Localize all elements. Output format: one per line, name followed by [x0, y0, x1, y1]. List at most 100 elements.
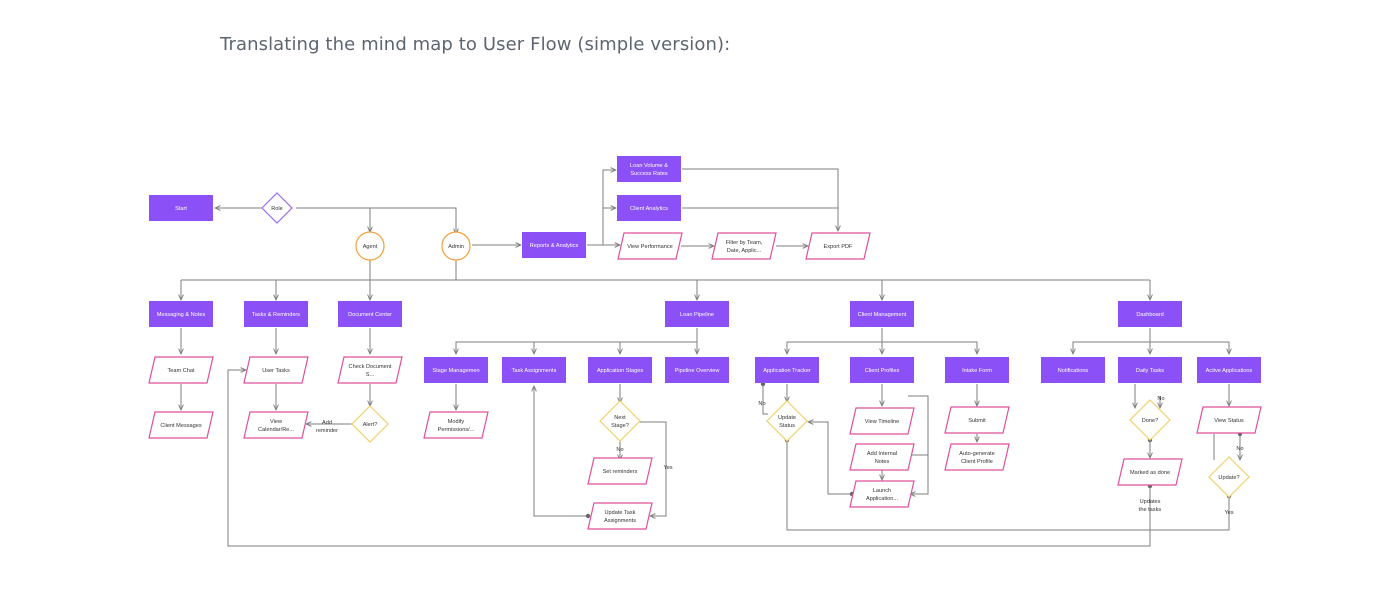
view-timeline-label: View Timeline [865, 419, 899, 425]
document-center-node[interactable]: Document Center [338, 301, 402, 327]
filter-node[interactable]: Filter by Team,Date, Applic... [711, 232, 777, 260]
loan-pipeline-node[interactable]: Loan Pipeline [665, 301, 729, 327]
yes-label-text: Yes [1224, 510, 1233, 516]
connector-45 [808, 422, 852, 495]
task-assignments-label: Task Assignments [512, 368, 557, 374]
dashboard-label: Dashboard [1136, 312, 1163, 318]
view-timeline-node[interactable]: View Timeline [849, 407, 915, 435]
view-performance-label: View Performance [627, 244, 673, 250]
dashboard-node[interactable]: Dashboard [1118, 301, 1182, 327]
view-performance-node[interactable]: View Performance [617, 232, 683, 260]
daily-tasks-node[interactable]: Daily Tasks [1118, 357, 1182, 383]
alert-decision[interactable]: Alert? [351, 405, 389, 443]
client-management-node[interactable]: Client Management [850, 301, 914, 327]
messaging-node[interactable]: Messaging & Notes [149, 301, 213, 327]
connector-49 [1150, 341, 1229, 354]
active-applications-node[interactable]: Active Applications [1197, 357, 1261, 383]
yes-label-text: Yes [663, 465, 672, 471]
client-messages-label: Client Messages [160, 423, 202, 429]
submit-node[interactable]: Submit [944, 406, 1010, 434]
tasks-reminders-node[interactable]: Tasks & Reminders [244, 301, 308, 327]
notifications-node[interactable]: Notifications [1041, 357, 1105, 383]
yes-label-label: Yes [1224, 510, 1233, 516]
messaging-label: Messaging & Notes [157, 312, 206, 318]
client-messages-node[interactable]: Client Messages [148, 411, 214, 439]
export-pdf-node[interactable]: Export PDF [805, 232, 871, 260]
loan-volume-label: Loan Volume &Success Rates [630, 163, 668, 177]
done-label: Done? [1142, 418, 1158, 424]
reports-label: Reports & Analytics [530, 243, 579, 249]
page-title: Translating the mind map to User Flow (s… [220, 34, 731, 55]
team-chat-node[interactable]: Team Chat [148, 356, 214, 384]
no-label-label: No [1236, 446, 1243, 452]
connector-dot [585, 513, 591, 519]
agent-label: Agent [363, 244, 378, 250]
connector-58 [786, 440, 1230, 531]
loan-volume-node[interactable]: Loan Volume &Success Rates [617, 156, 681, 182]
reports-node[interactable]: Reports & Analytics [522, 232, 586, 258]
connector-27 [456, 328, 698, 354]
connector-34 [638, 421, 667, 516]
client-management-label: Client Management [858, 312, 907, 318]
task-assignments-node[interactable]: Task Assignments [502, 357, 566, 383]
notifications-label: Notifications [1058, 368, 1089, 374]
connector-37 [882, 341, 977, 354]
view-status-node[interactable]: View Status [1196, 406, 1262, 434]
client-profiles-node[interactable]: Client Profiles [850, 357, 914, 383]
intake-form-node[interactable]: Intake Form [945, 357, 1009, 383]
role-label: Role [271, 206, 283, 212]
start-label: Start [175, 206, 187, 212]
marked-done-node[interactable]: Marked as done [1117, 458, 1183, 486]
connector-35 [534, 386, 588, 517]
client-profiles-label: Client Profiles [865, 368, 900, 374]
admin-node[interactable]: Admin [441, 231, 471, 261]
no-label-label: No [1157, 396, 1164, 402]
application-stages-node[interactable]: Application Stages [588, 357, 652, 383]
admin-label: Admin [448, 244, 464, 250]
application-tracker-node[interactable]: Application Tracker [755, 357, 819, 383]
update-q-decision[interactable]: Update? [1208, 456, 1250, 498]
tasks-reminders-label: Tasks & Reminders [252, 312, 300, 318]
no-label-label: No [758, 401, 765, 407]
submit-label: Submit [968, 418, 986, 424]
agent-node[interactable]: Agent [355, 231, 385, 261]
export-pdf-label: Export PDF [824, 244, 853, 250]
pipeline-overview-node[interactable]: Pipeline Overview [665, 357, 729, 383]
client-analytics-node[interactable]: Client Analytics [617, 195, 681, 221]
connector-48 [1073, 328, 1151, 354]
intake-form-label: Intake Form [962, 368, 992, 374]
start-node[interactable]: Start [149, 195, 213, 221]
no-label-text: No [1157, 396, 1164, 402]
connector-42 [908, 395, 929, 494]
set-reminders-node[interactable]: Set reminders [587, 457, 653, 485]
pipeline-overview-label: Pipeline Overview [675, 368, 721, 374]
stage-management-node[interactable]: Stage Managemen [424, 357, 488, 383]
done-decision[interactable]: Done? [1129, 399, 1171, 441]
user-tasks-node[interactable]: User Tasks [243, 356, 309, 384]
document-center-label: Document Center [348, 312, 392, 318]
role-decision[interactable]: Role [261, 192, 293, 224]
view-status-label: View Status [1214, 418, 1244, 424]
no-label-text: No [616, 447, 623, 453]
connector-57 [227, 370, 1151, 547]
no-label-text: No [758, 401, 765, 407]
